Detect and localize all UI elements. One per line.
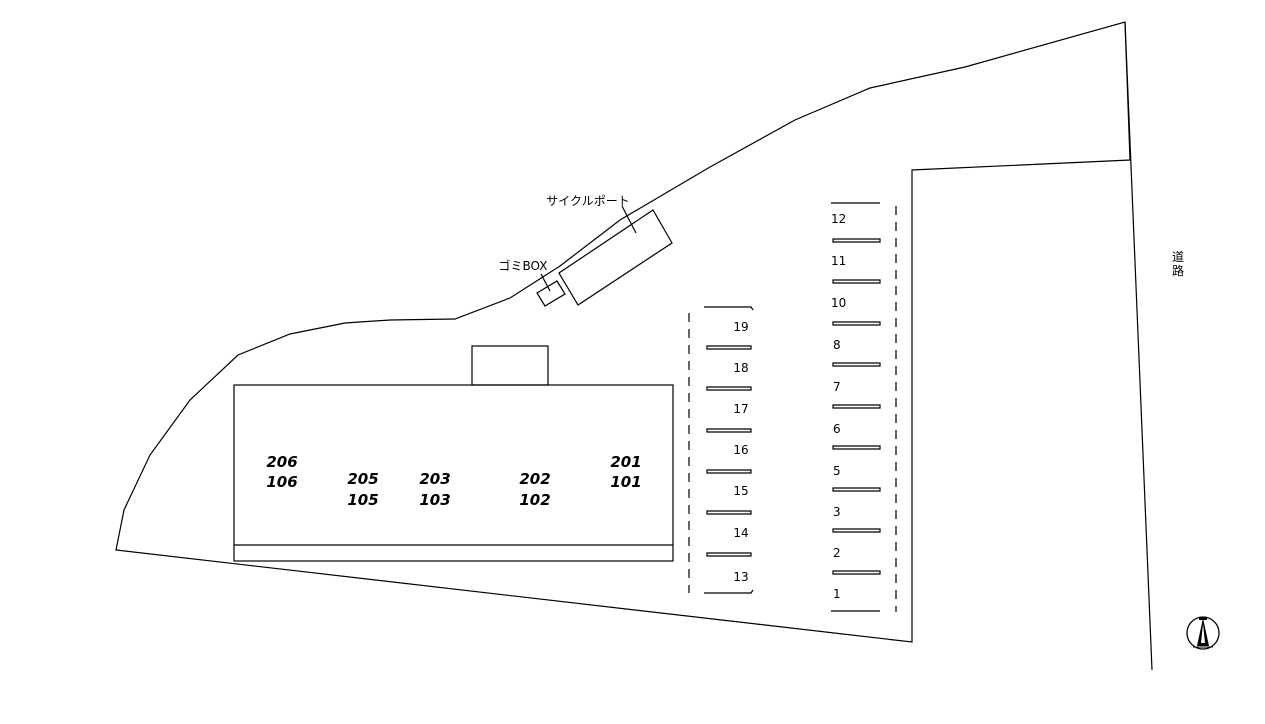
parking-divider [706,469,752,474]
road-label: 路 [1172,263,1184,278]
parking-space-number: 1 [833,587,841,601]
parking-space-number: 16 [733,443,748,457]
parking-divider [832,238,881,243]
parking-space-number: 11 [831,254,846,268]
parking-divider [706,428,752,433]
parking-space-number: 6 [833,422,841,436]
north-icon [1186,616,1220,650]
parking-space-number: 7 [833,380,841,394]
parking-divider [832,570,881,575]
unit-label: 101 [610,473,641,491]
parking-space-number: 8 [833,338,841,352]
trash-box-label: ゴミBOX [499,258,548,273]
unit-label: 206 [266,453,297,471]
parking-space-number: 12 [831,212,846,226]
site-boundary [115,21,1131,643]
parking-divider [832,487,881,492]
unit-label: 105 [347,491,378,509]
parking-divider [706,345,752,350]
parking-divider [832,404,881,409]
parking-space-number: 3 [833,505,841,519]
unit-label: 103 [419,491,450,509]
trash-box-leader [540,273,551,292]
building [233,384,674,562]
parking-divider [832,362,881,367]
parking-divider [704,589,754,594]
parking-space-number: 2 [833,546,841,560]
parking-space-number: 18 [733,361,748,375]
unit-label: 205 [347,470,378,488]
cycle-port-label: サイクルポート [546,194,629,208]
parking-space-number: 10 [831,296,846,310]
parking-divider [706,386,752,391]
trash-box [536,280,566,307]
unit-label: 106 [266,473,297,491]
parking-space-number: 14 [733,526,748,540]
parking-space-number: 13 [733,570,748,584]
parking-space-number: 17 [733,402,748,416]
parking-divider [704,306,754,311]
unit-label: 203 [419,470,450,488]
parking-space-number: 15 [733,484,748,498]
road-edge [1124,21,1153,671]
building-stair [471,345,549,386]
parking-space-number: 19 [733,320,748,334]
road-label: 道 [1172,250,1184,264]
parking-divider [706,510,752,515]
parking-divider [832,445,881,450]
cycle-port-leader [621,205,637,234]
parking-divider [832,528,881,533]
parking-divider [832,321,881,326]
cycle-port [558,209,673,306]
unit-label: 102 [519,491,550,509]
parking-space-number: 5 [833,464,841,478]
parking-divider [706,552,752,557]
unit-label: 202 [519,470,550,488]
unit-label: 201 [610,453,641,471]
parking-divider [832,279,881,284]
